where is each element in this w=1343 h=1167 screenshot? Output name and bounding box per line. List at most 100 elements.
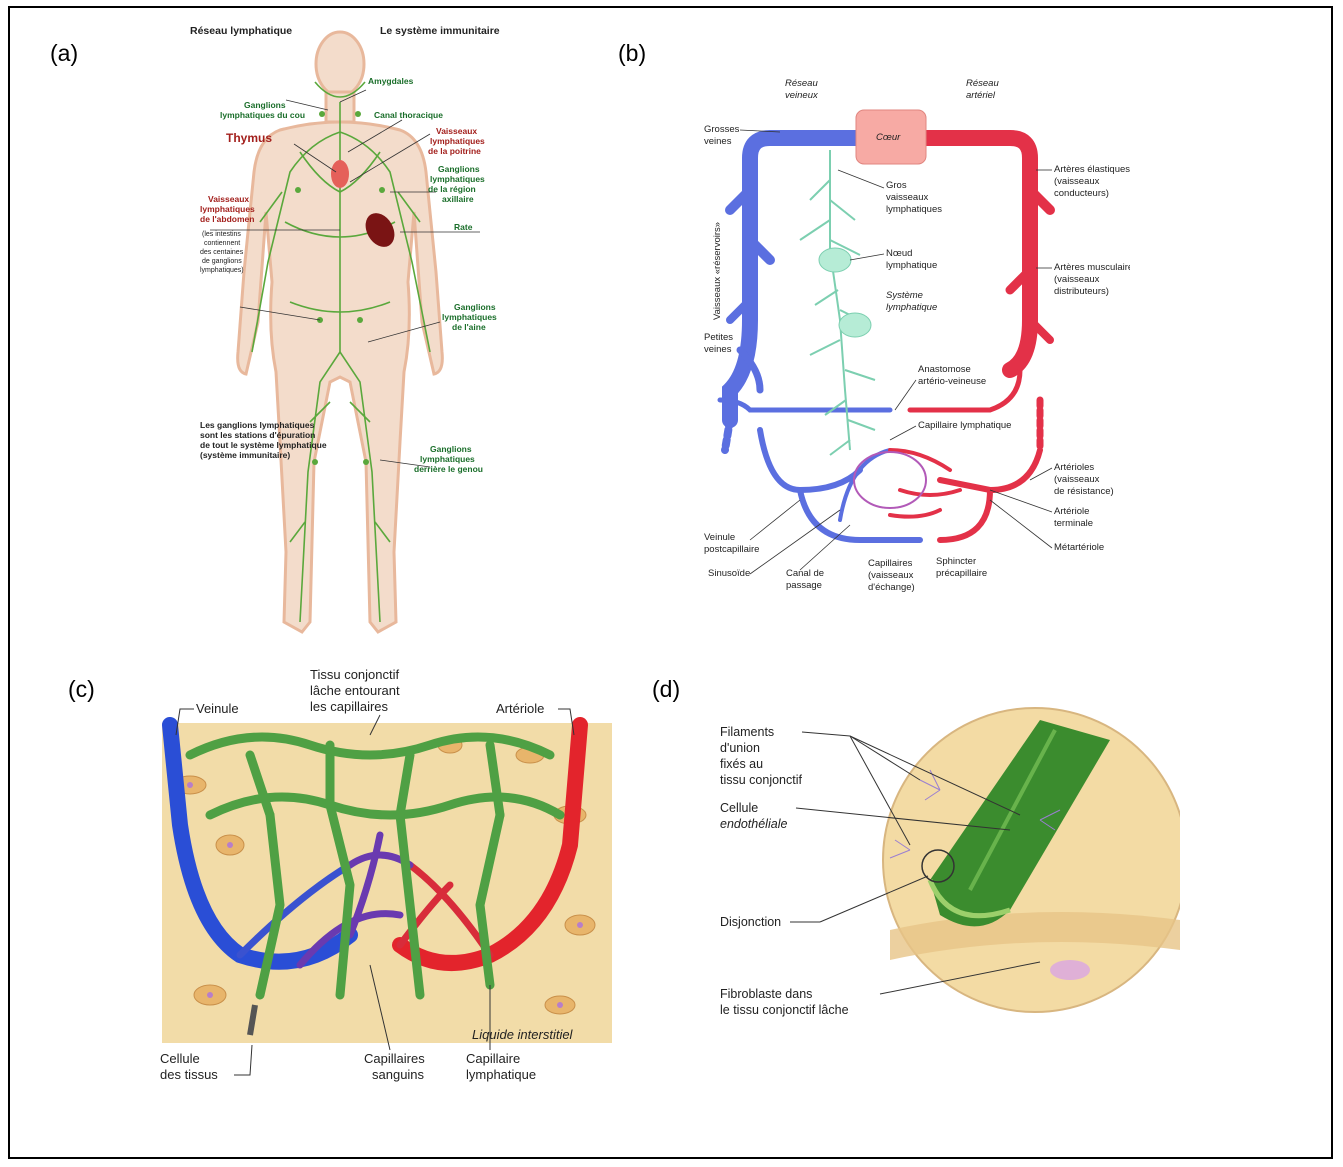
label-vaisseaux-reservoirs: Vaisseaux «réservoirs»	[712, 222, 723, 320]
label-amygdales: Amygdales	[368, 76, 414, 86]
label-arterioles-3: de résistance)	[1054, 486, 1114, 497]
label-elastiques-2: (vaisseaux	[1054, 176, 1100, 187]
label-musculaires-1: Artères musculaires	[1054, 262, 1130, 273]
fibroblast-nucleus	[1050, 960, 1090, 980]
label-petites-veines-2: veines	[704, 344, 732, 355]
label-intestins-2: contiennent	[204, 240, 240, 247]
label-fibro-2: le tissu conjonctif lâche	[720, 1003, 849, 1017]
label-musculaires-2: (vaisseaux	[1054, 274, 1100, 285]
label-sanguins-1: Capillaires	[364, 1051, 425, 1066]
label-elastiques-3: conducteurs)	[1054, 188, 1109, 199]
label-filaments-4: tissu conjonctif	[720, 773, 803, 787]
label-stations-4: (système immunitaire)	[200, 450, 290, 460]
label-noeud-2: lymphatique	[886, 260, 937, 271]
label-axillaire-4: axillaire	[442, 194, 474, 204]
label-systeme-2: lymphatique	[886, 302, 937, 313]
label-abdomen-2: lymphatiques	[200, 204, 255, 214]
label-systeme-1: Système	[886, 290, 923, 301]
label-vaisseaux-poitrine-2: lymphatiques	[430, 136, 485, 146]
label-ganglions-cou-1: Ganglions	[244, 100, 286, 110]
label-gros-lymph-3: lymphatiques	[886, 204, 942, 215]
label-intestins-5: lymphatiques)	[200, 267, 244, 274]
label-cellule-1: Cellule	[160, 1051, 200, 1066]
label-reseau-veineux-1: Réseau	[785, 78, 818, 89]
label-cellule-2: des tissus	[160, 1067, 218, 1082]
label-petites-veines-1: Petites	[704, 332, 733, 343]
title-systeme-immunitaire: Le système immunitaire	[380, 25, 500, 37]
label-filaments-2: d'union	[720, 741, 760, 755]
label-arterioles-2: (vaisseaux	[1054, 474, 1100, 485]
label-canal-2: passage	[786, 580, 822, 591]
label-thymus: Thymus	[226, 131, 272, 145]
label-coeur: Cœur	[876, 132, 901, 143]
capillary-bed	[854, 452, 926, 508]
label-aine-3: de l'aine	[452, 322, 486, 332]
label-arteriole-term-1: Artériole	[1054, 506, 1089, 517]
panel-label-c: (c)	[68, 676, 95, 703]
label-sanguins-2: sanguins	[372, 1067, 425, 1082]
tissue-background	[162, 723, 612, 1043]
panel-d-lymph-capillary-detail: Filaments d'union fixés au tissu conjonc…	[710, 700, 1180, 1040]
lymph-node-2	[839, 313, 871, 337]
label-reseau-veineux-2: veineux	[785, 90, 819, 101]
label-axillaire-2: lymphatiques	[430, 174, 485, 184]
label-canal-thoracique: Canal thoracique	[374, 110, 443, 120]
label-capillaires-2: (vaisseaux	[868, 570, 914, 581]
label-veinule-1: Veinule	[704, 532, 735, 543]
label-veinule-2: postcapillaire	[704, 544, 759, 555]
panel-b-circulation: Réseau veineux Réseau artériel Cœur Gros…	[690, 70, 1130, 610]
label-intestins-4: de ganglions	[202, 258, 242, 265]
label-abdomen-3: de l'abdomen	[200, 214, 254, 224]
title-reseau-lymphatique: Réseau lymphatique	[190, 25, 292, 37]
label-arteriole-term-2: terminale	[1054, 518, 1093, 529]
label-lymph-1: Capillaire	[466, 1051, 520, 1066]
lymph-node-1	[819, 248, 851, 272]
label-genou-2: lymphatiques	[420, 454, 475, 464]
label-cellule-endo-1: Cellule	[720, 801, 758, 815]
panel-label-d: (d)	[652, 676, 680, 703]
label-liquide-interstitiel: Liquide interstitiel	[472, 1027, 574, 1042]
label-arterioles-1: Artérioles	[1054, 462, 1094, 473]
label-gros-lymph-2: vaisseaux	[886, 192, 928, 203]
label-disjonction: Disjonction	[720, 915, 781, 929]
label-aine-2: lymphatiques	[442, 312, 497, 322]
label-stations-2: sont les stations d'épuration	[200, 430, 315, 440]
label-genou-3: derrière le genou	[414, 464, 483, 474]
label-sphincter-1: Sphincter	[936, 556, 976, 567]
label-axillaire-3: de la région	[428, 184, 476, 194]
label-noeud-1: Nœud	[886, 248, 912, 259]
label-metarteriole: Métartériole	[1054, 542, 1104, 553]
label-tissu-3: les capillaires	[310, 699, 389, 714]
label-arteriole: Artériole	[496, 701, 544, 716]
label-axillaire-1: Ganglions	[438, 164, 480, 174]
label-elastiques-1: Artères élastiques	[1054, 164, 1130, 175]
label-capillaires-3: d'échange)	[868, 582, 915, 593]
panel-c-capillary-bed: Tissu conjonctif lâche entourant les cap…	[150, 665, 620, 1105]
panel-label-b: (b)	[618, 40, 646, 67]
label-canal-1: Canal de	[786, 568, 824, 579]
label-vaisseaux-poitrine-1: Vaisseaux	[436, 126, 477, 136]
label-anastomose-1: Anastomose	[918, 364, 971, 375]
label-capillaires-1: Capillaires	[868, 558, 913, 569]
panel-a-lymphatic-body: Réseau lymphatique Le système immunitair…	[190, 22, 520, 652]
label-tissu-2: lâche entourant	[310, 683, 400, 698]
label-grosses-veines-1: Grosses	[704, 124, 740, 135]
label-reseau-arteriel-1: Réseau	[966, 78, 999, 89]
label-abdomen-1: Vaisseaux	[208, 194, 249, 204]
label-anastomose-2: artério-veineuse	[918, 376, 986, 387]
label-cellule-endo-2: endothéliale	[720, 817, 787, 831]
label-intestins-3: des centaines	[200, 249, 244, 256]
label-grosses-veines-2: veines	[704, 136, 732, 147]
label-tissu-1: Tissu conjonctif	[310, 667, 399, 682]
label-stations-3: de tout le système lymphatique	[200, 440, 327, 450]
label-veinule: Veinule	[196, 701, 239, 716]
label-sphincter-2: précapillaire	[936, 568, 987, 579]
label-musculaires-3: distributeurs)	[1054, 286, 1109, 297]
label-lymph-2: lymphatique	[466, 1067, 536, 1082]
label-sinusoide: Sinusoïde	[708, 568, 750, 579]
panel-label-a: (a)	[50, 40, 78, 67]
label-capillaire-lymph: Capillaire lymphatique	[918, 420, 1011, 431]
label-filaments-1: Filaments	[720, 725, 774, 739]
label-filaments-3: fixés au	[720, 757, 763, 771]
label-ganglions-cou-2: lymphatiques du cou	[220, 110, 305, 120]
